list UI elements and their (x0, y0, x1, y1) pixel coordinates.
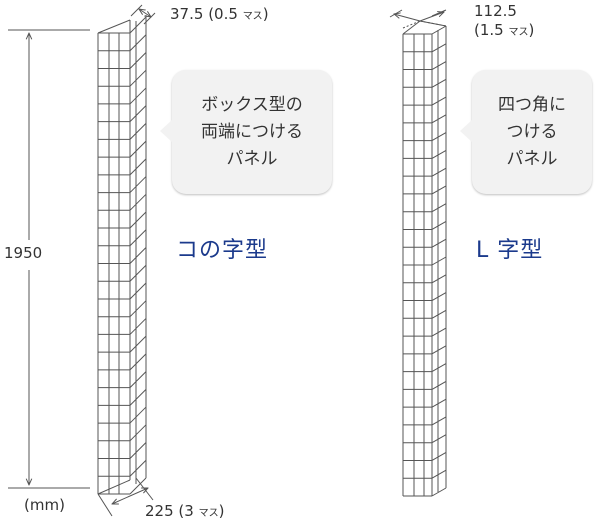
l-panel-side-row (431, 469, 447, 479)
l-callout-bubble: 四つ角に つける パネル (460, 70, 592, 194)
c-panel-side-row (129, 388, 147, 406)
c-panel-side-row (129, 87, 147, 105)
c-panel-side-row (129, 424, 147, 442)
l-panel-side-row (431, 43, 447, 53)
l-top-dim-grid: 1.5 (479, 21, 504, 39)
l-top-dimension (389, 9, 447, 29)
c-top-dim-open: ( (208, 5, 215, 23)
l-panel-side-row (431, 487, 447, 497)
c-panel-side-row (129, 264, 147, 282)
c-panel-side-row (129, 335, 147, 353)
height-label: 1950 (4, 244, 43, 262)
height-dimension (8, 29, 90, 489)
l-panel-side-row (431, 167, 447, 177)
l-callout-tail (460, 120, 472, 142)
c-shape-title: コの字型 (176, 238, 269, 263)
l-shape-title: L 字型 (476, 238, 544, 263)
l-panel-side-row (431, 25, 447, 35)
l-callout-line-2: つける (506, 121, 558, 142)
c-panel-side-row (129, 318, 147, 335)
l-panel-side-row (431, 309, 447, 319)
c-callout-bubble: ボックス型の 両端につける パネル (160, 70, 332, 194)
l-panel-side-row (431, 256, 447, 266)
l-panel-side-row (431, 380, 447, 390)
c-bottom-dim-value: 225 (145, 502, 174, 520)
c-panel-side-row (129, 442, 147, 459)
c-panel-side-row (129, 406, 147, 424)
l-panel-top-left (402, 20, 421, 35)
c-top-dim-label: 37.5 (0.5 マス) (170, 5, 269, 23)
l-panel-side-row (431, 132, 447, 142)
l-panel-side-row (431, 363, 447, 373)
c-panel-side-row (129, 16, 147, 34)
l-panel-side-row (431, 114, 447, 124)
c-top-dim-close: ) (262, 5, 269, 23)
c-panel-side-row (129, 211, 147, 229)
c-bottom-dim-grid: 3 (184, 502, 194, 520)
c-callout-line-2: 両端につける (201, 121, 303, 142)
l-panel-side-row (431, 149, 447, 159)
unit-label: (mm) (24, 496, 65, 514)
c-panel-side-row (129, 52, 147, 69)
l-shape-panel (402, 20, 447, 497)
c-panel-side-row (129, 158, 147, 176)
c-panel-side-row (129, 282, 147, 300)
l-panel-side-row (431, 96, 447, 106)
l-panel-side-row (431, 398, 447, 408)
l-top-dim-label: 112.5 (474, 2, 517, 20)
c-panel-side-row (129, 140, 147, 158)
c-panel-side-row (129, 193, 147, 211)
c-top-dim-value: 37.5 (170, 5, 204, 23)
c-panel-side-row (129, 176, 147, 193)
c-bottom-dim-open: ( (178, 502, 185, 520)
l-callout-line-1: 四つ角に (498, 94, 566, 115)
l-panel-side-row (431, 238, 447, 248)
c-panel-top-edge (97, 19, 131, 34)
l-panel-side-row (431, 434, 447, 444)
c-callout-line-1: ボックス型の (201, 94, 303, 115)
l-panel-side-row (431, 274, 447, 284)
c-callout-tail (160, 120, 172, 142)
l-top-dim-value: 112.5 (474, 2, 517, 20)
c-panel-side-row (129, 247, 147, 264)
l-panel-side-row (431, 78, 447, 88)
l-top-dim-open: ( (474, 21, 480, 39)
c-panel-side-row (129, 105, 147, 123)
l-panel-side-row (431, 452, 447, 461)
c-panel-side-row (129, 34, 147, 52)
c-panel-bottom-edge (97, 479, 131, 495)
l-top-dim-note: (1.5 マス) (474, 21, 534, 39)
c-panel-side-row (129, 353, 147, 371)
l-callout-line-3: パネル (506, 148, 558, 169)
c-top-dim-grid: 0.5 (214, 5, 238, 23)
c-panel-side-row (129, 229, 147, 247)
c-top-dim-unit: マス (242, 11, 263, 22)
c-panel-side-row (129, 123, 147, 140)
l-panel-side-row (431, 327, 447, 337)
c-bottom-dim-label: 225 (3 マス) (145, 502, 224, 520)
l-panel-side-row (431, 416, 447, 426)
l-panel-side-row (431, 203, 447, 213)
l-panel-side-row (431, 221, 447, 230)
l-top-dim-unit: マス (508, 27, 529, 38)
c-bottom-dimension (97, 477, 154, 517)
c-panel-side-row (129, 371, 147, 388)
c-shape-panel (97, 15, 147, 495)
l-top-dim-close: ) (528, 21, 535, 39)
c-panel-side-row (129, 300, 147, 318)
c-bottom-dim-unit: マス (198, 508, 219, 519)
c-callout-line-3: パネル (226, 148, 278, 169)
l-panel-side-row (431, 292, 447, 301)
c-panel-side-row (129, 459, 147, 477)
l-panel-side-row (431, 61, 447, 70)
c-top-dimension (130, 4, 156, 25)
l-panel-side-row (431, 185, 447, 195)
l-panel-side-row (431, 345, 447, 355)
c-bottom-dim-close: ) (218, 502, 225, 520)
c-panel-side-row (129, 69, 147, 87)
